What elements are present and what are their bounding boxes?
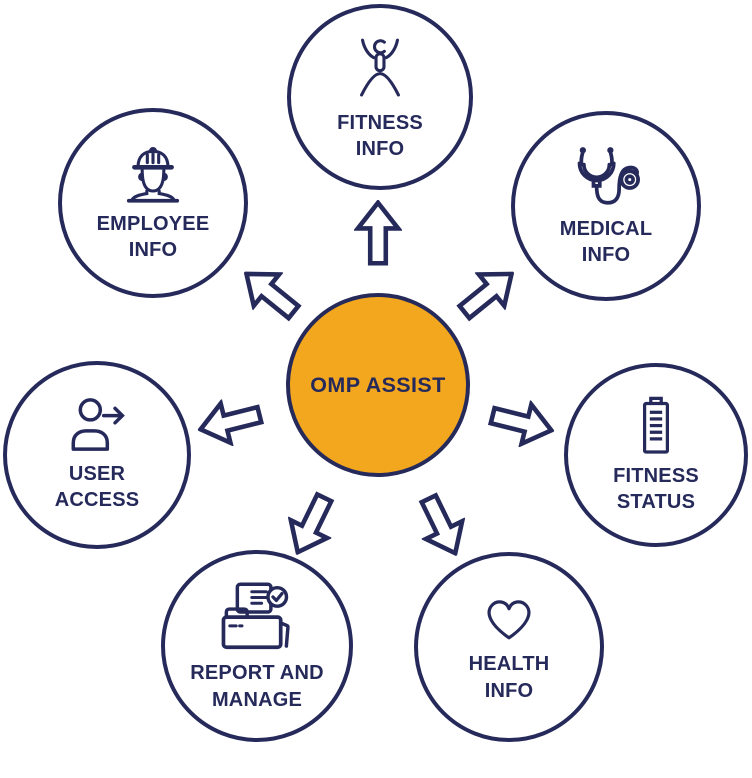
node-label: MEDICAL INFO xyxy=(559,217,653,266)
worker-hard-hat-icon xyxy=(126,147,180,203)
block-arrow-down-right-icon xyxy=(406,486,478,566)
block-arrow-left-icon xyxy=(192,391,268,454)
person-arrow-icon xyxy=(71,398,125,452)
node-label: FITNESS STATUS xyxy=(613,464,699,513)
node-fitness-info: FITNESS INFO xyxy=(287,4,473,190)
node-health-info: HEALTH INFO xyxy=(414,552,604,742)
block-arrow-up-icon xyxy=(354,200,402,266)
center-label: OMP ASSIST xyxy=(310,372,446,397)
node-report-manage: REPORT AND MANAGE xyxy=(161,550,353,742)
node-label: HEALTH INFO xyxy=(468,653,550,702)
block-arrow-up-left-icon xyxy=(229,254,310,333)
node-label: FITNESS INFO xyxy=(337,111,423,161)
folder-check-icon xyxy=(221,582,290,650)
node-label: USER ACCESS xyxy=(54,462,140,512)
heart-icon xyxy=(487,600,531,640)
stethoscope-icon xyxy=(577,146,640,205)
node-employee-info: EMPLOYEE INFO xyxy=(58,108,248,298)
fitness-stretch-icon xyxy=(360,38,400,97)
node-medical-info: MEDICAL INFO xyxy=(511,111,701,301)
block-arrow-down-left-icon xyxy=(275,485,347,565)
node-omp-assist: OMP ASSIST xyxy=(286,293,470,477)
battery-icon xyxy=(642,396,670,454)
node-user-access: USER ACCESS xyxy=(3,361,191,549)
node-label: EMPLOYEE INFO xyxy=(96,213,210,262)
node-fitness-status: FITNESS STATUS xyxy=(564,363,748,547)
block-arrow-up-right-icon xyxy=(447,254,528,333)
block-arrow-right-icon xyxy=(484,392,560,455)
node-label: REPORT AND MANAGE xyxy=(190,662,324,711)
